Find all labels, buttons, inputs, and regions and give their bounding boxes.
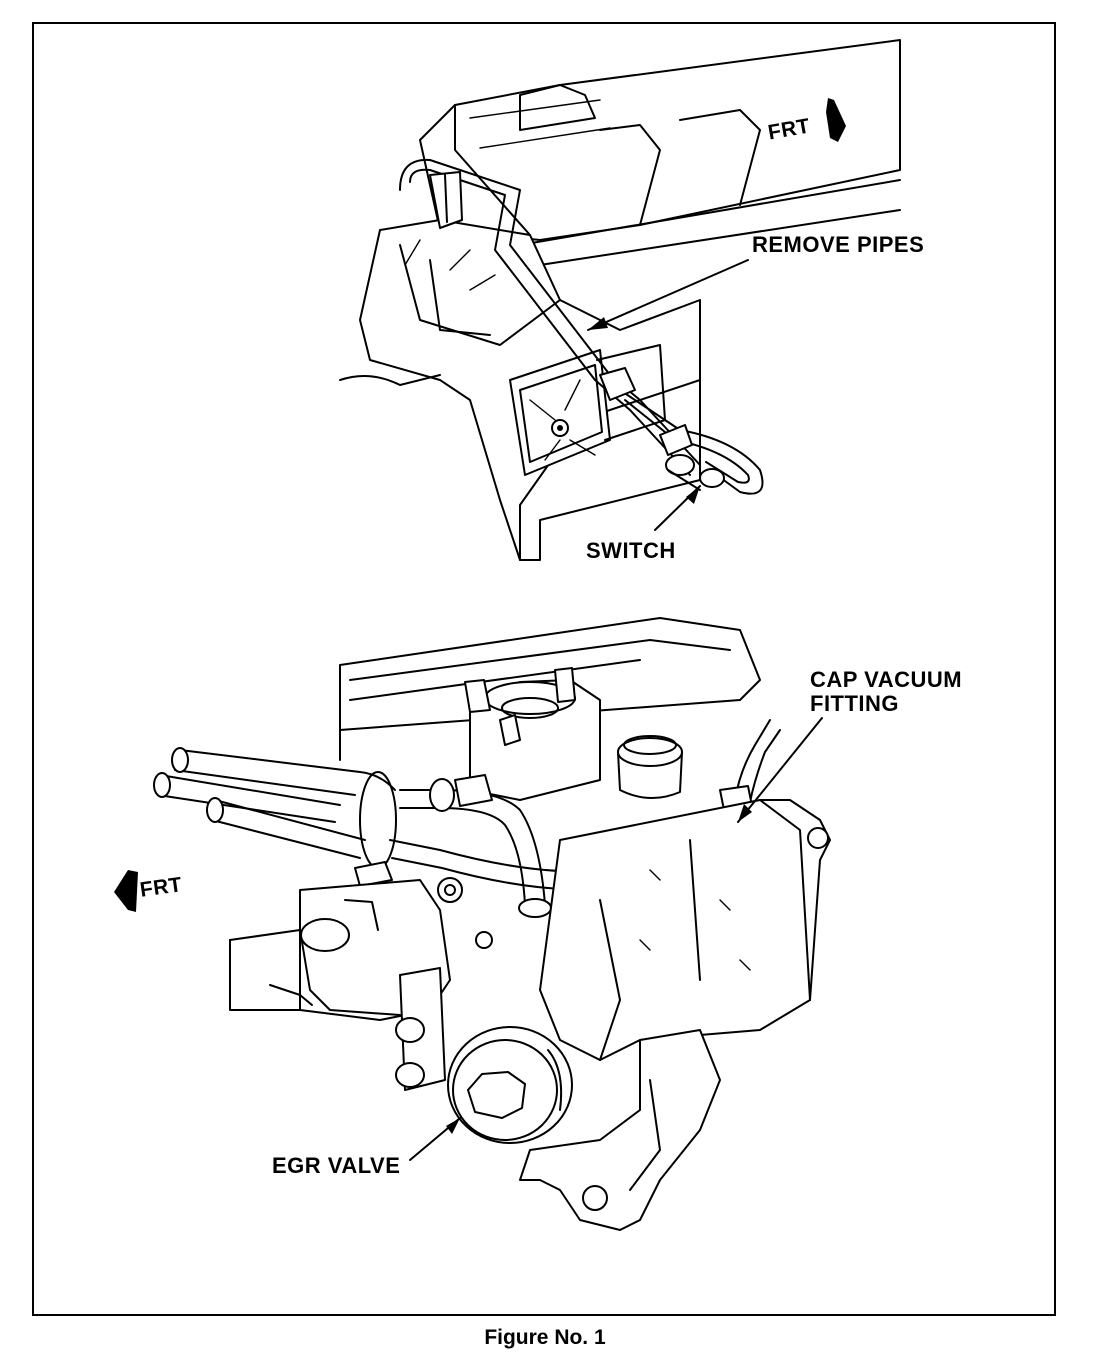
pipe-fitting-upper xyxy=(599,367,636,401)
valve-cover xyxy=(419,39,901,241)
cap-vacuum-line1: CAP VACUUM xyxy=(810,667,963,692)
switch-label: SWITCH xyxy=(586,538,676,563)
top-engine-view xyxy=(339,39,901,561)
figure-caption: Figure No. 1 xyxy=(484,1326,606,1349)
hose-clamp xyxy=(359,771,397,869)
oil-filler-cap xyxy=(617,737,683,767)
figure-frame xyxy=(32,22,1056,1316)
pipe-a xyxy=(399,158,701,466)
cap-vacuum-fitting-label: CAP VACUUM FITTING xyxy=(810,668,962,716)
cap-vacuum-line2: FITTING xyxy=(810,691,900,716)
switch-body xyxy=(665,454,695,476)
arrow-left-icon xyxy=(114,870,138,912)
arrow-up-right-icon xyxy=(826,98,846,142)
intake-manifold xyxy=(539,799,811,1061)
egr-valve-label: EGR VALVE xyxy=(272,1153,401,1178)
remove-pipes-label: REMOVE PIPES xyxy=(752,232,925,257)
hose-upper xyxy=(174,749,396,796)
bottom-engine-view xyxy=(114,617,831,1231)
pipe-fitting-lower xyxy=(659,424,693,456)
access-plate xyxy=(509,349,611,476)
exhaust-manifold xyxy=(519,1029,721,1231)
pipe-b xyxy=(619,389,764,495)
